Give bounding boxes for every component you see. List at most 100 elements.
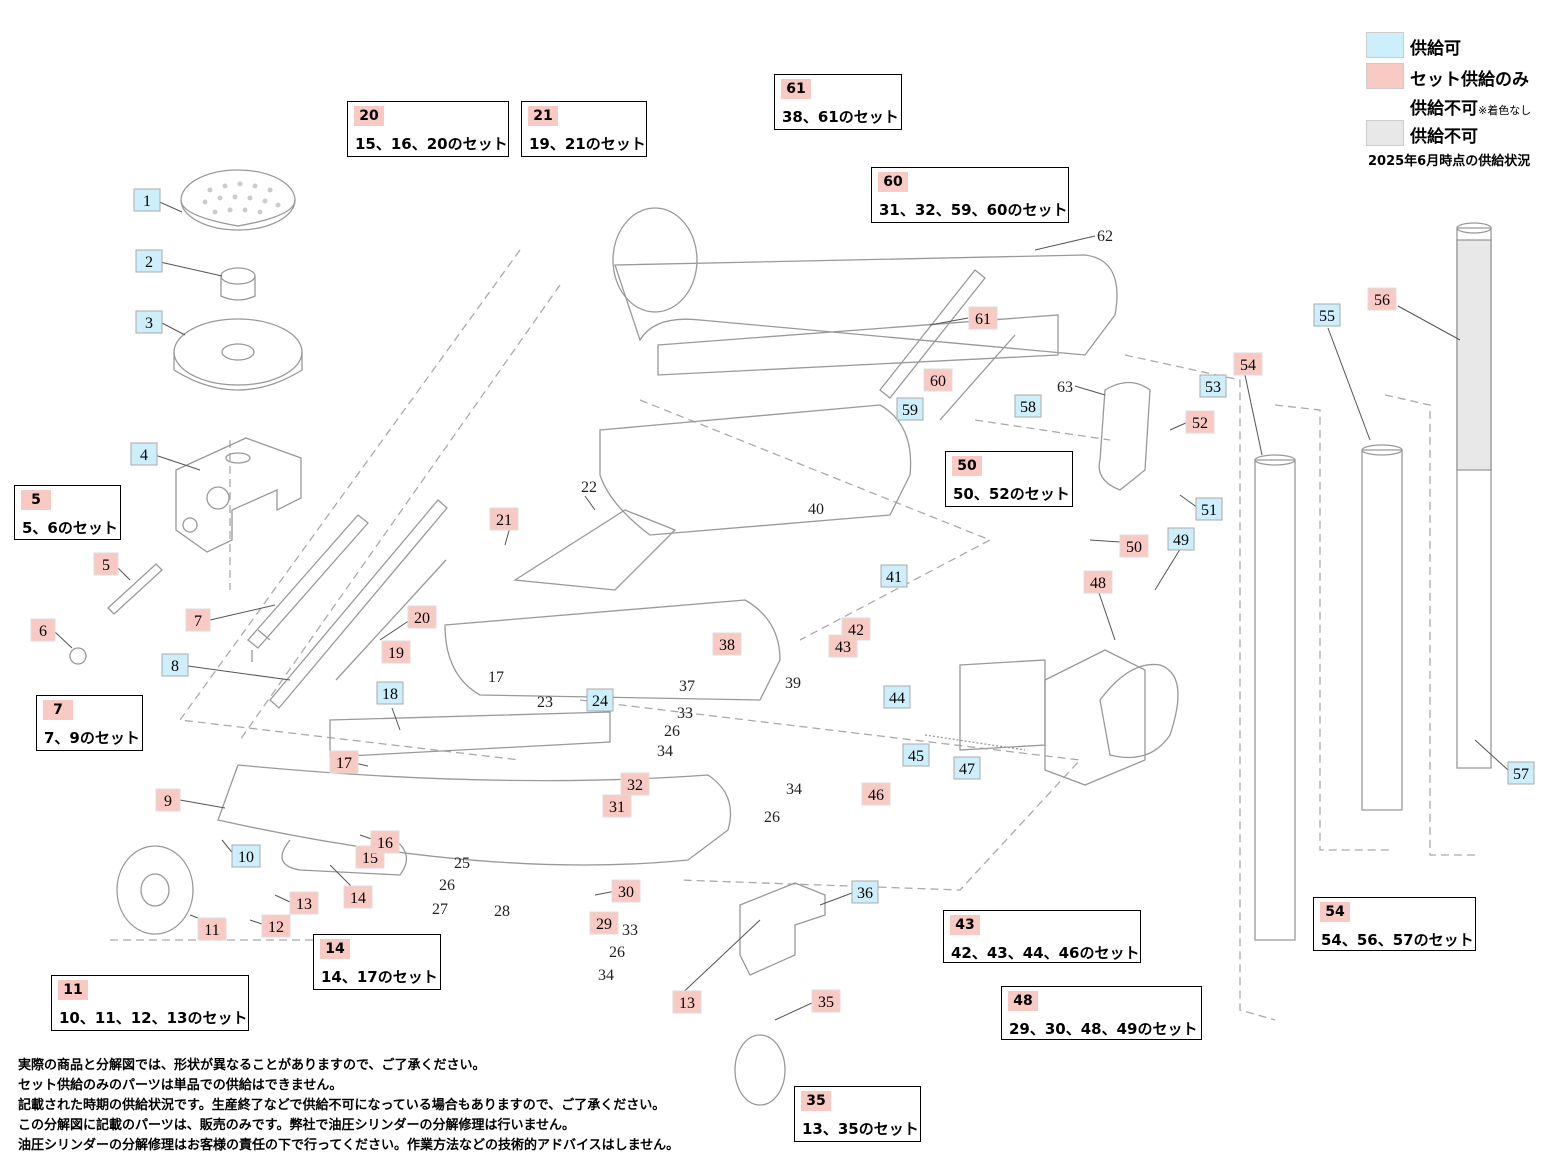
legend-label: 供給不可※着色なし [1410, 99, 1532, 119]
legend-item-unavailable: 供給不可 [1366, 120, 1556, 148]
tag-41: 41 [880, 564, 908, 588]
tag-38: 38 [712, 632, 742, 656]
tag-24: 24 [586, 688, 614, 712]
svg-text:23: 23 [537, 694, 553, 711]
set-box-20: 20 15、16、20のセット [347, 101, 509, 157]
legend: 供給可 セット供給のみ 供給不可※着色なし 供給不可 2025年6月時点の供給状… [1366, 32, 1566, 172]
tag-31: 31 [602, 794, 632, 818]
svg-text:26: 26 [439, 877, 455, 894]
set-number: 54 [1320, 902, 1350, 922]
set-description: 10、11、12、13のセット [59, 1009, 248, 1027]
wheel-11-drawing [116, 845, 194, 935]
tag-43: 43 [828, 634, 858, 658]
pin-60-drawing [939, 334, 1016, 421]
tag-1: 1 [133, 188, 161, 212]
set-box-48: 48 29、30、48、49のセット [1001, 986, 1202, 1040]
legend-item-set-only: セット供給のみ [1366, 63, 1556, 91]
tag-10: 10 [231, 844, 261, 868]
svg-text:17: 17 [488, 669, 504, 686]
set-description: 54、56、57のセット [1321, 931, 1474, 949]
svg-text:12: 12 [268, 919, 284, 936]
tag-49: 49 [1167, 527, 1195, 551]
set-box-11: 11 10、11、12、13のセット [51, 975, 249, 1031]
svg-text:34: 34 [598, 967, 614, 984]
note-line: セット供給のみのパーツは単品での供給はできません。 [18, 1078, 343, 1093]
svg-text:47: 47 [959, 761, 975, 778]
set-number: 48 [1008, 991, 1038, 1011]
tag-8: 8 [161, 653, 189, 677]
tag-13b: 13 [672, 990, 702, 1014]
svg-text:6: 6 [39, 623, 47, 640]
set-number: 20 [354, 106, 384, 126]
set-number: 60 [878, 172, 908, 192]
svg-text:25: 25 [454, 855, 470, 872]
arm-wheel-drawing [612, 207, 698, 313]
tag-14: 14 [343, 885, 373, 909]
bracket-22-drawing [513, 509, 677, 591]
svg-text:40: 40 [808, 501, 824, 518]
leader-lines [54, 199, 1509, 1021]
svg-text:56: 56 [1374, 292, 1390, 309]
svg-text:51: 51 [1201, 502, 1217, 519]
caster-bracket-36-drawing [739, 882, 826, 976]
set-number: 35 [801, 1091, 831, 1111]
tag-12: 12 [261, 914, 291, 938]
tag-50: 50 [1119, 534, 1149, 558]
tag-56: 56 [1367, 287, 1397, 311]
set-description: 14、17のセット [321, 968, 438, 986]
tag-21: 21 [489, 507, 519, 531]
svg-text:13: 13 [296, 896, 312, 913]
set-box-7: 7 7、9のセット [36, 695, 143, 751]
tag-44: 44 [883, 685, 911, 709]
svg-text:49: 49 [1173, 532, 1189, 549]
tag-7: 7 [185, 608, 211, 632]
svg-text:28: 28 [494, 903, 510, 920]
svg-text:10: 10 [238, 849, 254, 866]
note-line: 実際の商品と分解図では、形状が異なることがありますので、ご了承ください。 [18, 1058, 486, 1073]
legend-label: 供給不可 [1410, 127, 1478, 147]
rod-20-drawing [335, 559, 447, 681]
tag-48: 48 [1083, 570, 1113, 594]
saddle-drawing [173, 318, 303, 391]
set-description: 31、32、59、60のセット [879, 201, 1068, 219]
tag-4: 4 [130, 442, 158, 466]
tube-54-drawing [1254, 459, 1296, 941]
set-number: 5 [21, 490, 51, 510]
tag-3: 3 [135, 310, 163, 334]
svg-text:7: 7 [194, 613, 202, 630]
svg-text:57: 57 [1513, 766, 1529, 783]
tag-54: 54 [1233, 352, 1263, 376]
tag-46: 46 [861, 782, 891, 806]
tag-55: 55 [1313, 303, 1341, 327]
tag-53: 53 [1199, 374, 1227, 398]
tube-55-drawing [1361, 449, 1403, 811]
svg-text:27: 27 [432, 901, 448, 918]
rod-8-drawing [269, 499, 448, 709]
svg-text:14: 14 [350, 890, 366, 907]
cylinder-drawing [959, 659, 1046, 751]
saddle-pad-holes [202, 181, 281, 215]
set-box-50: 50 50、52のセット [945, 451, 1073, 507]
svg-text:34: 34 [786, 781, 802, 798]
tag-19: 19 [381, 640, 411, 664]
set-description: 29、30、48、49のセット [1009, 1020, 1198, 1038]
axle-61-drawing [879, 269, 986, 399]
svg-text:26: 26 [664, 723, 680, 740]
tag-52: 52 [1185, 410, 1215, 434]
note-line: この分解図に記載のパーツは、販売のみです。弊社で油圧シリンダーの分解修理は行いま… [18, 1118, 576, 1133]
svg-text:18: 18 [382, 686, 398, 703]
set-description: 50、52のセット [953, 485, 1070, 503]
tag-61: 61 [968, 306, 998, 330]
svg-text:52: 52 [1192, 415, 1208, 432]
svg-text:41: 41 [886, 569, 902, 586]
svg-text:8: 8 [171, 658, 179, 675]
pump-block-48-drawing [1044, 649, 1146, 786]
saddle-bolt-drawing [220, 267, 256, 301]
clip-6-drawing [69, 647, 87, 665]
saddle-pad-drawing [180, 169, 296, 231]
legend-swatch [1366, 120, 1404, 146]
svg-text:31: 31 [609, 799, 625, 816]
tag-9: 9 [155, 788, 181, 812]
svg-text:3: 3 [145, 315, 153, 332]
svg-text:4: 4 [140, 447, 148, 464]
